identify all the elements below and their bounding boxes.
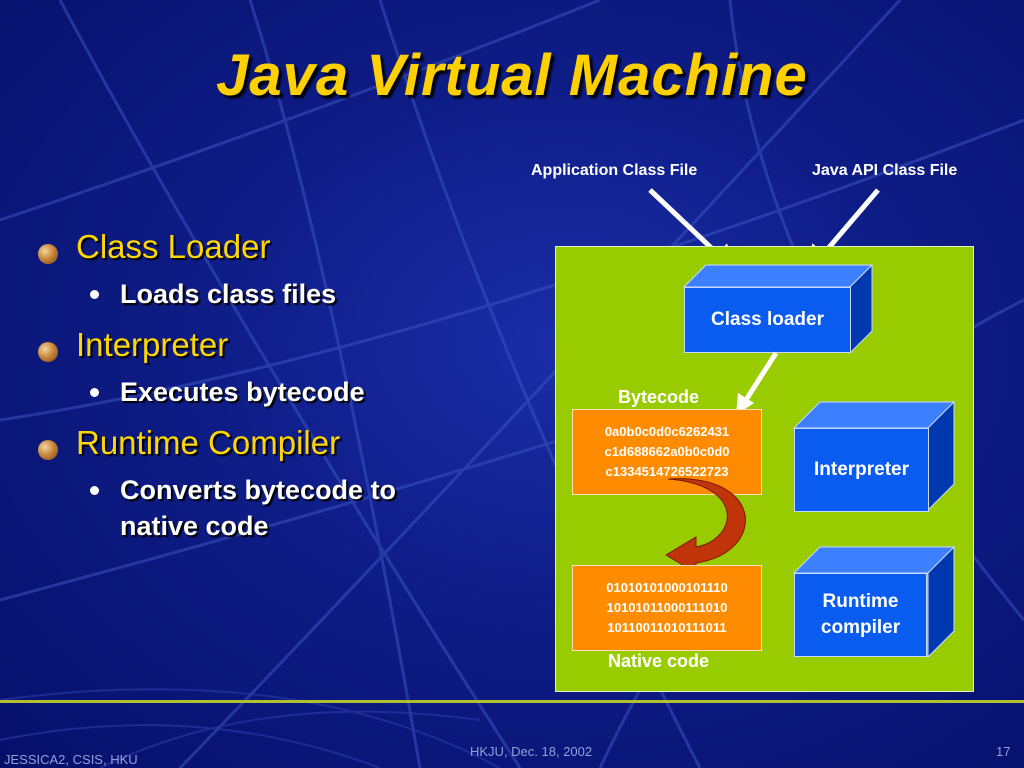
subbullet-executes-bytecode: Executes bytecode xyxy=(38,374,508,410)
bytecode-label: Bytecode xyxy=(618,387,700,407)
bullet-dot-icon xyxy=(90,290,99,299)
interpreter-cube: Interpreter xyxy=(792,400,956,512)
native-code-box: 01010101000101110 10101011000111010 1011… xyxy=(572,565,762,651)
footer-divider xyxy=(0,700,1024,703)
bullet-ball-icon xyxy=(38,244,58,264)
subbullet-converts-bytecode: Converts bytecode to native code xyxy=(38,472,480,544)
bullet-ball-icon xyxy=(38,342,58,362)
bytecode-line: 0a0b0c0d0c6262431 xyxy=(604,424,730,439)
subbullet-loads-class-files: Loads class files xyxy=(38,276,508,312)
footer-center: HKJU, Dec. 18, 2002 xyxy=(470,744,593,759)
bytecode-line: c1334514726522723 xyxy=(605,464,729,479)
native-code-line: 10110011010111011 xyxy=(607,620,727,635)
bullet-runtime-compiler: Runtime Compiler xyxy=(38,424,508,462)
bullet-class-loader: Class Loader xyxy=(38,228,508,266)
slide-title: Java Virtual Machine xyxy=(216,43,808,108)
label-java-api-class-file: Java API Class File xyxy=(812,162,958,179)
runtime-compiler-label: Runtime compiler xyxy=(794,573,927,657)
interpreter-label: Interpreter xyxy=(794,428,929,512)
bullet-dot-icon xyxy=(90,486,99,495)
bullet-dot-icon xyxy=(90,388,99,397)
runtime-compiler-cube: Runtime compiler xyxy=(792,545,956,659)
bullet-interpreter: Interpreter xyxy=(38,326,508,364)
jvm-diagram-panel: Class loader Bytecode 0a0b0c0d0c6262431 … xyxy=(555,246,974,692)
class-loader-label: Class loader xyxy=(684,287,851,353)
label-application-class-file: Application Class File xyxy=(531,162,698,179)
bullet-ball-icon xyxy=(38,440,58,460)
footer-left: JESSICA2, CSIS, HKU xyxy=(4,752,138,767)
native-code-line: 01010101000101110 xyxy=(606,580,728,595)
class-loader-cube: Class loader xyxy=(682,263,874,355)
native-code-line: 10101011000111010 xyxy=(606,600,728,615)
bytecode-line: c1d688662a0b0c0d0 xyxy=(604,444,730,459)
page-number: 17 xyxy=(996,744,1011,759)
bytecode-box: 0a0b0c0d0c6262431 c1d688662a0b0c0d0 c133… xyxy=(572,409,762,495)
native-code-label: Native code xyxy=(608,651,710,671)
bullet-list: Class Loader Loads class files Interpret… xyxy=(38,228,508,558)
